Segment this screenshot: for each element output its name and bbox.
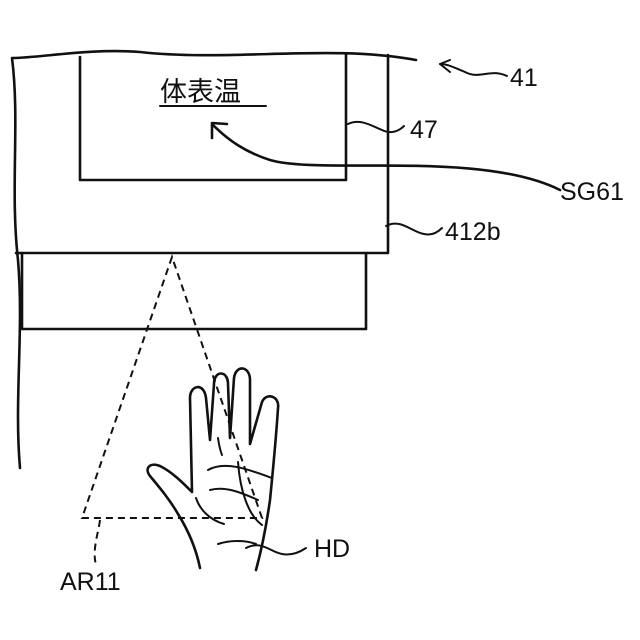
leader-display: [348, 122, 404, 132]
sensor-unit-outline: [22, 253, 366, 329]
leader-sensor: [386, 224, 442, 235]
leader-hand: [246, 545, 306, 554]
label-area: AR11: [60, 568, 121, 596]
device-body-outline: [12, 51, 416, 468]
label-sensor: 412b: [445, 218, 501, 246]
leader-device: [440, 64, 507, 76]
thumb-crease: [196, 498, 224, 524]
label-display: 47: [410, 116, 438, 144]
detection-area-triangle: [82, 257, 262, 518]
display-screen-outline: [80, 54, 346, 180]
label-hand: HD: [314, 535, 350, 563]
screen-text-body-temperature: 体表温: [160, 77, 241, 108]
label-device: 41: [510, 64, 538, 92]
wrist-crease: [218, 541, 256, 544]
hand-outline: [148, 368, 279, 570]
finger-crease: [218, 438, 222, 455]
palm-crease: [210, 489, 258, 500]
area-leader-line: [95, 520, 100, 565]
label-signal: SG61: [560, 178, 624, 206]
